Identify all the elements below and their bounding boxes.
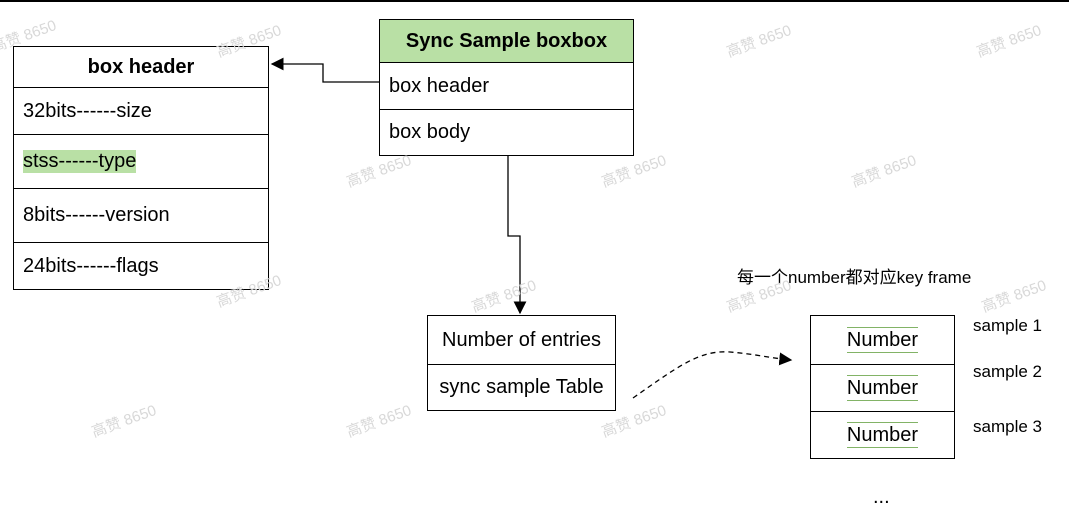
ellipsis: ... — [873, 486, 890, 508]
number-table: Number Number Number — [810, 315, 955, 459]
box-header-table: box header 32bits------size stss------ty… — [13, 46, 269, 290]
field-version: 8bits------version — [14, 188, 268, 242]
field-flags: 24bits------flags — [14, 242, 268, 289]
field-size: 32bits------size — [14, 87, 268, 134]
number-row-3: Number — [811, 411, 954, 458]
sync-box-row-header: box header — [380, 62, 633, 109]
field-type-label: stss------type — [23, 150, 137, 173]
sync-sample-box-title: Sync Sample boxbox — [380, 20, 633, 62]
sync-sample-box: Sync Sample boxbox box header box body — [379, 19, 634, 156]
body-connector — [507, 155, 527, 315]
sample-label-3: sample 3 — [973, 417, 1042, 436]
field-flags-label: 24bits------flags — [23, 254, 159, 277]
number-row-1: Number — [811, 316, 954, 364]
entries-table: Number of entries sync sample Table — [427, 315, 616, 411]
number-label-3: Number — [846, 422, 919, 448]
field-version-label: 8bits------version — [23, 204, 170, 226]
sample-label-1: sample 1 — [973, 316, 1042, 335]
entries-row-count: Number of entries — [442, 328, 601, 351]
sync-box-row-body: box body — [380, 109, 633, 155]
top-rule — [0, 0, 1069, 2]
sample-label-2: sample 2 — [973, 362, 1042, 381]
key-frame-note: 每一个number都对应key frame — [737, 268, 972, 287]
box-header-title: box header — [87, 55, 195, 78]
number-row-2: Number — [811, 364, 954, 411]
table-dashed-connector — [632, 351, 793, 399]
number-label-1: Number — [846, 327, 919, 353]
entries-row-table: sync sample Table — [428, 364, 615, 410]
header-connector — [270, 57, 379, 83]
field-size-label: 32bits------size — [23, 99, 152, 122]
field-type: stss------type — [14, 134, 268, 188]
number-label-2: Number — [846, 375, 919, 401]
